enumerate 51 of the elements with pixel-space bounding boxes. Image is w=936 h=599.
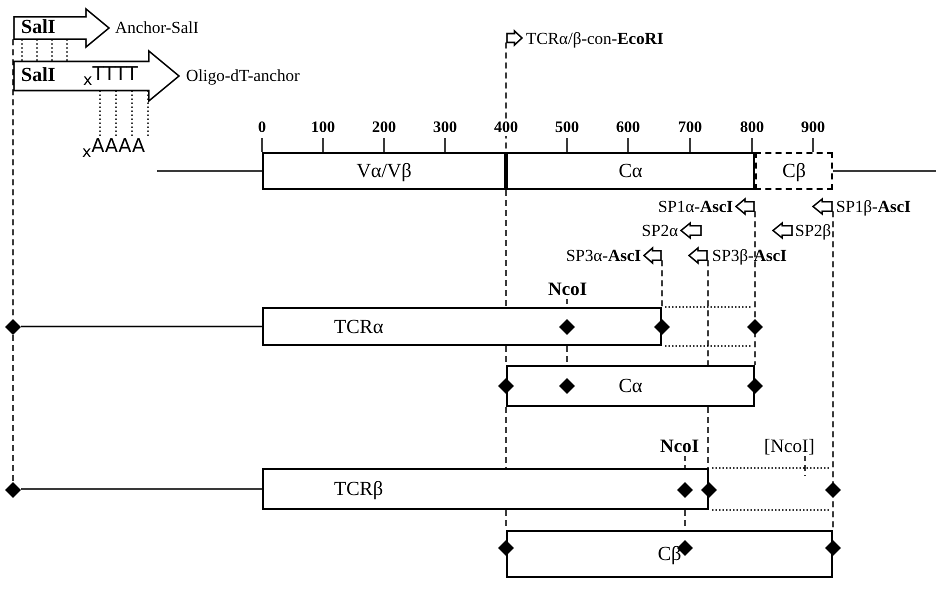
base-pairing-line <box>36 39 38 62</box>
dashed-connector <box>505 407 507 468</box>
dashed-connector <box>505 190 507 307</box>
primer-label: SP3β-AscI <box>712 247 787 264</box>
sequence-label: $_{x}$AAAA <box>82 137 145 160</box>
restriction-site-label: SalI <box>21 17 56 37</box>
base-pairing-line <box>66 39 68 62</box>
dashed-connector <box>661 260 663 307</box>
primer-label: Oligo-dT-anchor <box>186 67 300 84</box>
dashed-connector <box>707 260 709 365</box>
segment-box <box>262 307 662 346</box>
restriction-site-label: NcoI <box>548 280 588 299</box>
primer-label: SP3α-AscI <box>566 247 641 264</box>
dashed-connector <box>566 298 568 307</box>
primer-label: SP1β-AscI <box>836 198 911 215</box>
primer-label: SP2β <box>795 222 832 239</box>
segment-box <box>262 468 709 510</box>
segment-label: Vα/Vβ <box>356 161 412 181</box>
primer-label: TCRα/β-con-EcoRI <box>526 30 664 47</box>
dashed-segment-box <box>755 152 833 190</box>
dashed-connector <box>832 211 834 530</box>
connector-line <box>21 488 262 490</box>
segment-label: Cα <box>618 161 642 181</box>
dashed-connector <box>707 407 709 468</box>
primer-label: SP2α <box>642 222 678 239</box>
connector-line <box>833 170 936 172</box>
segment-label: Cβ <box>782 161 806 181</box>
segment-label: TCRβ <box>334 479 384 499</box>
scale-label: 400 <box>494 120 518 136</box>
dashed-connector <box>754 211 756 365</box>
dashed-connector <box>804 455 806 476</box>
dashed-connector <box>12 335 14 482</box>
segment-box <box>506 152 755 190</box>
dashed-connector <box>684 455 686 468</box>
segment-label: TCRα <box>334 316 384 336</box>
connector-line <box>21 326 262 328</box>
segment-box <box>262 152 506 190</box>
sequence-label: $_{x}$TTTT <box>83 65 138 88</box>
segment-box <box>506 530 833 578</box>
connector-line <box>157 170 262 172</box>
segment-label: Cα <box>618 376 642 396</box>
restriction-site-label: NcoI <box>660 437 700 456</box>
segment-box <box>506 365 755 407</box>
restriction-site-label: [NcoI] <box>764 437 815 456</box>
dashed-connector <box>566 346 568 365</box>
dashed-connector <box>505 346 507 365</box>
restriction-site-label: SalI <box>21 65 56 85</box>
primer-label: Anchor-SalI <box>115 19 199 36</box>
base-pairing-line <box>21 39 23 62</box>
base-pairing-line <box>51 39 53 62</box>
primer-label: SP1α-AscI <box>658 198 733 215</box>
